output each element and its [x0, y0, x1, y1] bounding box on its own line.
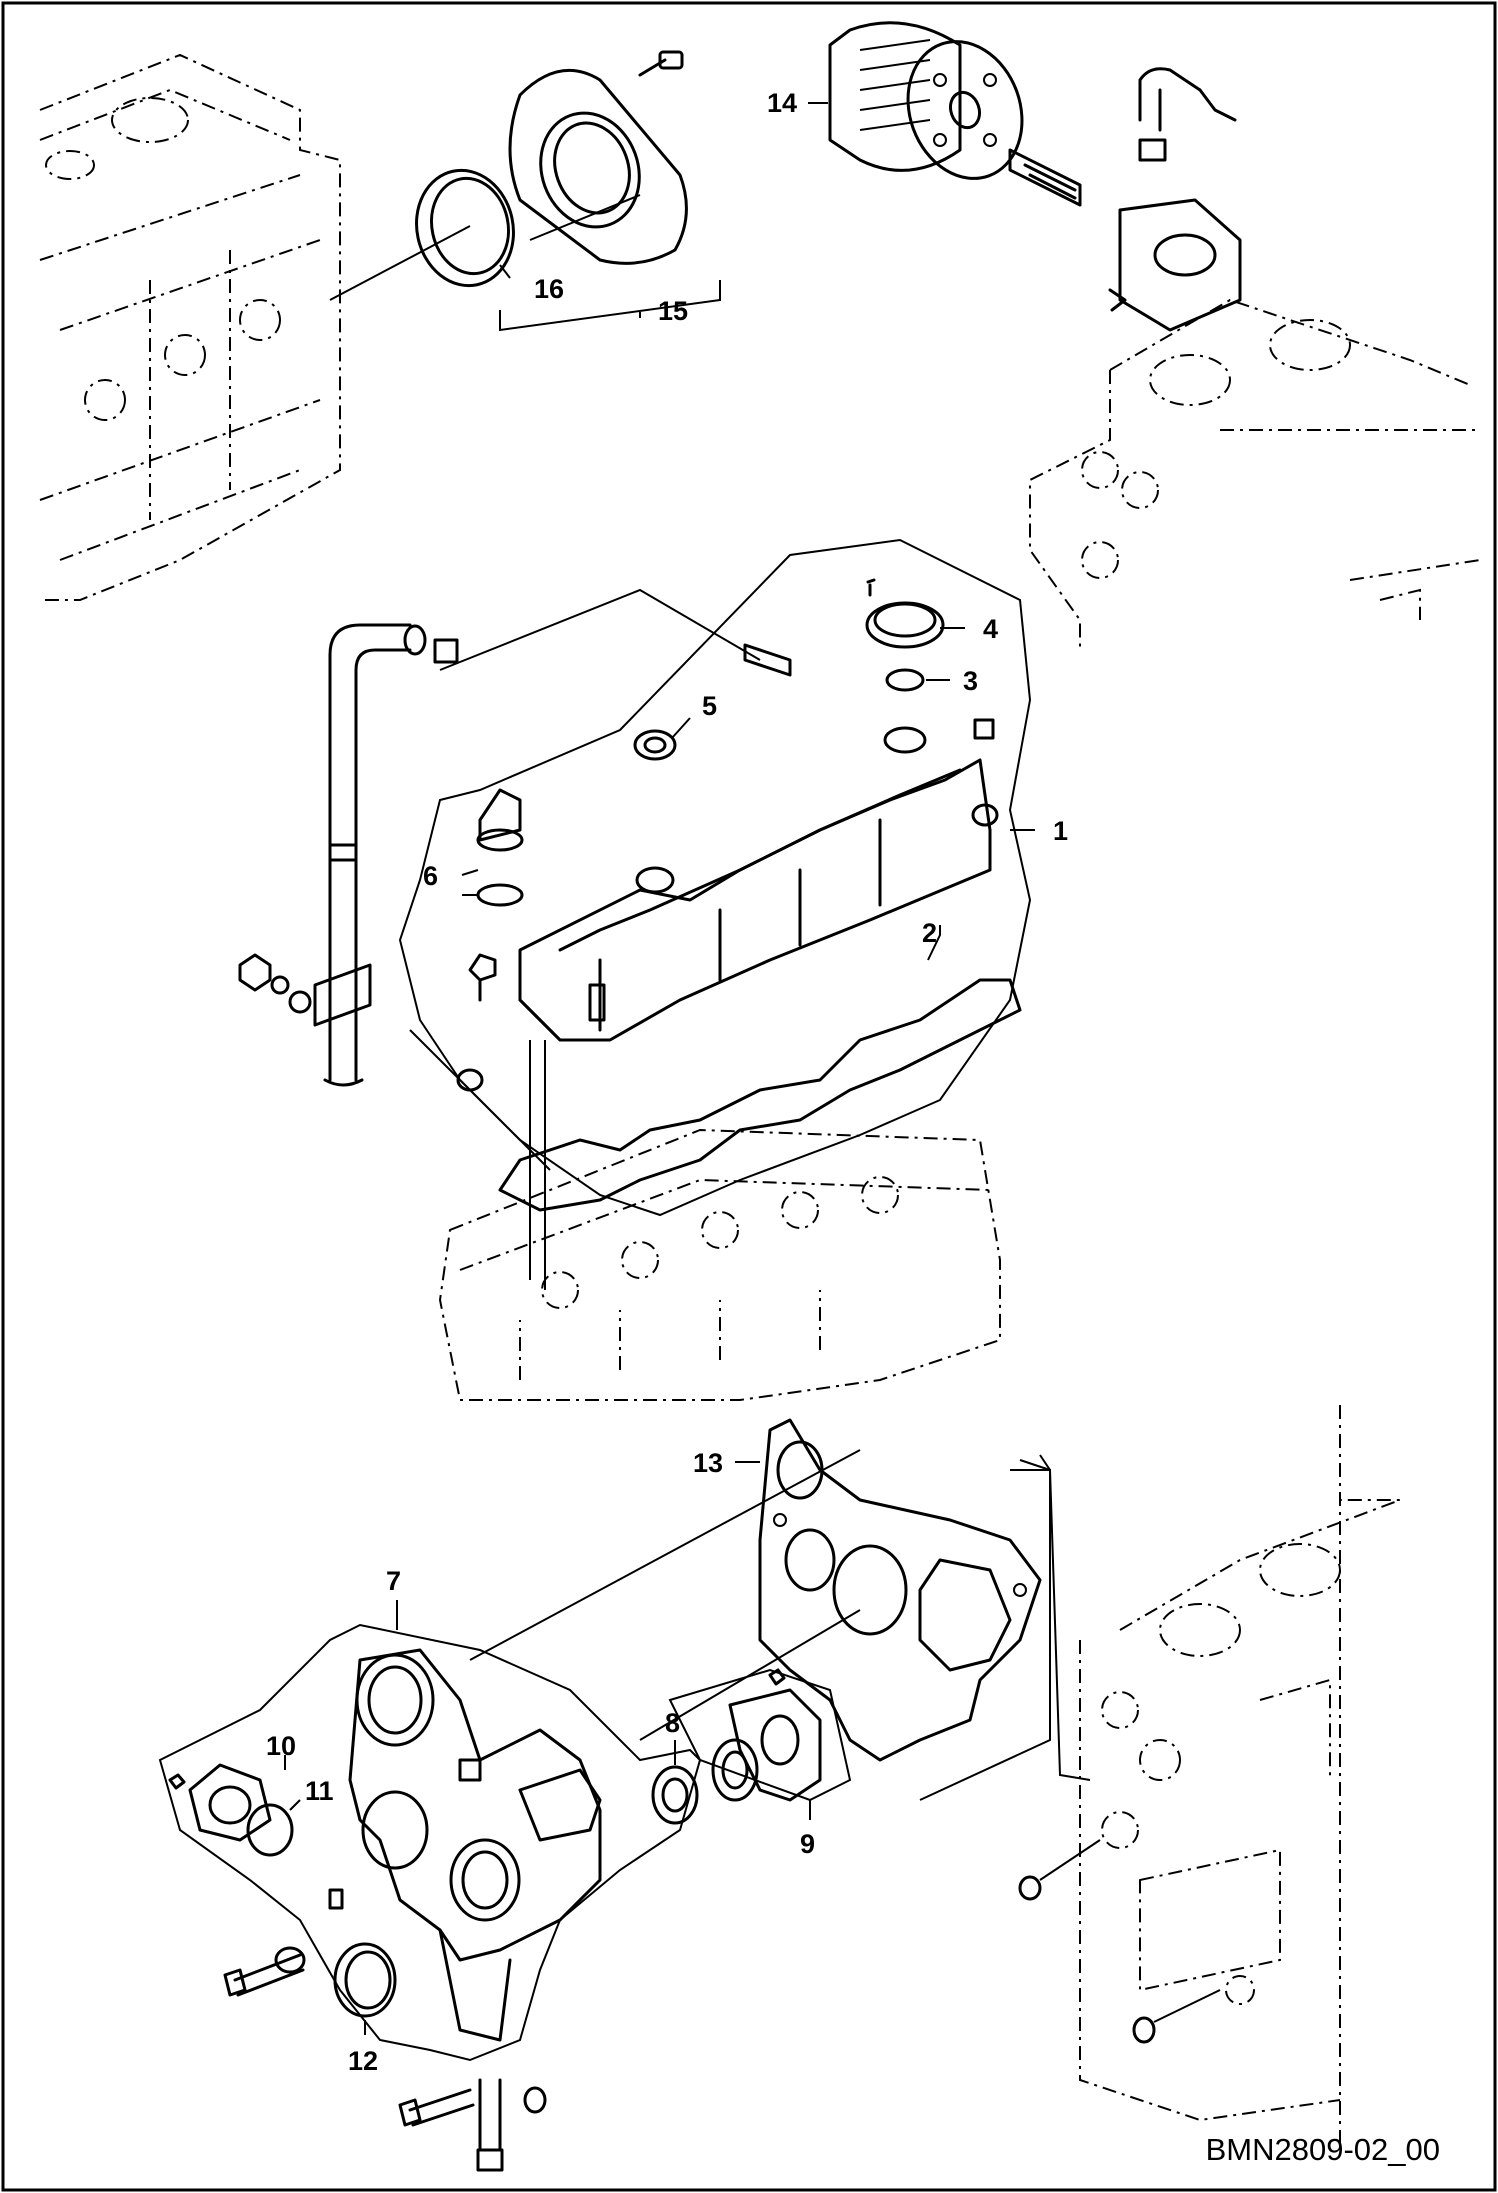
callout-7: 7 [386, 1566, 401, 1596]
o-ring-leader-lower [1153, 1989, 1221, 2023]
gasket-leader-tick [1039, 1454, 1051, 1471]
o-ring-small-lower [1132, 2016, 1156, 2044]
callout-10: 10 [266, 1731, 296, 1761]
o-ring-11 [246, 1803, 294, 1857]
callout-5-leader [671, 717, 691, 739]
pipe-fitting [743, 643, 792, 677]
group-outline-7 [158, 1623, 702, 2062]
callout-9: 9 [800, 1829, 815, 1859]
callout-15: 15 [658, 296, 688, 326]
cylinder-head-cover [456, 718, 999, 1092]
callout-16: 16 [534, 274, 564, 304]
hose-assembly-leader [439, 588, 761, 671]
callout-2-leader [927, 925, 941, 961]
callout-2: 2 [922, 918, 937, 948]
clamp-assembly-leader [409, 1029, 551, 1171]
oil-pump-cover-9 [728, 1668, 822, 1802]
oil-seal-case-15 [508, 50, 688, 265]
oil-filler-cap-6 [476, 788, 524, 907]
callout-4: 4 [983, 614, 998, 644]
rear-oil-seal-16 [329, 168, 515, 301]
callout-11-leader [289, 1799, 301, 1811]
bolts-and-plugs [223, 1888, 547, 2172]
gasket-leader [919, 1469, 1051, 1801]
oil-cooler-assembly [1008, 67, 1242, 332]
head-cover-cap-4 [865, 578, 945, 649]
cover-10 [168, 1763, 272, 1842]
callout-5: 5 [702, 691, 717, 721]
gear-case-gasket-13 [758, 1418, 1042, 1762]
breather-hose [238, 623, 459, 1087]
gear-case-leader-upper [469, 1449, 861, 1661]
group-bracket-15 [499, 280, 721, 332]
valve-seal-5 [633, 729, 677, 761]
callout-13: 13 [693, 1448, 723, 1478]
engine-block-bottom-right [1079, 1499, 1401, 2122]
cylinder-head-lower [438, 1128, 1001, 1401]
o-ring-3 [885, 668, 925, 692]
o-ring-small-upper [1018, 1875, 1042, 1901]
drawing-reference-code: BMN2809-02_00 [1206, 2132, 1440, 2167]
callout-12: 12 [348, 2046, 378, 2076]
gear-case-7 [348, 1648, 602, 2042]
callout-3: 3 [963, 666, 978, 696]
oil-pump-rotor-8 [651, 1738, 759, 1825]
group-outline-1 [398, 538, 1032, 1217]
oil-filter-14 [828, 21, 1024, 180]
gear-case-leader-lower [639, 1609, 861, 1741]
oil-seal-12 [333, 1942, 397, 2018]
callout-16-leader [499, 264, 511, 279]
group-outline-9 [668, 1668, 852, 1802]
engine-block-top-right [1029, 298, 1481, 650]
o-ring-leader-upper [1039, 1839, 1101, 1881]
head-cover-gasket-2 [498, 978, 1022, 1212]
engine-block-top-left [39, 53, 341, 601]
callout-6: 6 [423, 861, 438, 891]
callout-14: 14 [767, 88, 797, 118]
callout-8: 8 [665, 1708, 680, 1738]
callout-6-leader [461, 869, 479, 896]
block-leader [1019, 1459, 1091, 1781]
callout-1: 1 [1053, 816, 1068, 846]
callout-11: 11 [305, 1776, 334, 1806]
